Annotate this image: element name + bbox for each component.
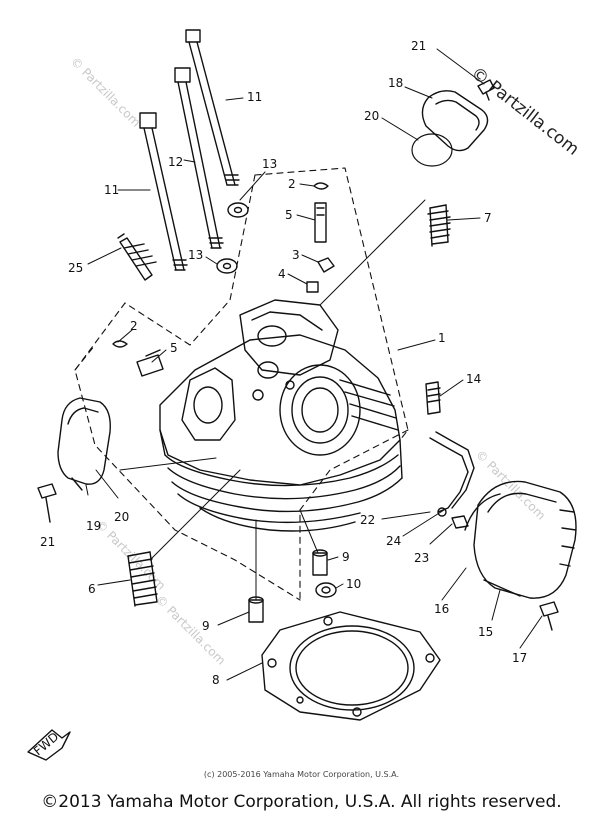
callout-6: 6 xyxy=(88,582,96,596)
assembly-dashed-outline xyxy=(74,167,409,601)
callout-3: 3 xyxy=(292,248,300,262)
callout-21-left: 21 xyxy=(40,535,55,549)
callout-4: 4 xyxy=(278,267,286,281)
callout-9-left: 9 xyxy=(202,619,210,633)
callout-5-left: 5 xyxy=(170,341,178,355)
callout-16: 16 xyxy=(434,602,449,616)
breather-pipe-and-bolts xyxy=(425,381,475,529)
dowels-and-washer xyxy=(248,549,337,623)
callout-13-upper: 13 xyxy=(262,157,277,171)
callout-1: 1 xyxy=(438,331,446,345)
callout-21-top: 21 xyxy=(411,39,426,53)
callout-17: 17 xyxy=(512,651,527,665)
spring-7 xyxy=(427,204,451,247)
fwd-arrow-icon: FWD xyxy=(27,729,71,761)
callout-20-top: 20 xyxy=(364,109,379,123)
bolt-12 xyxy=(174,67,224,249)
callout-24: 24 xyxy=(386,534,401,548)
head-bolts xyxy=(139,29,240,271)
spark-plug xyxy=(117,233,157,281)
spring-6 xyxy=(127,551,158,607)
watermark-text: © Partzilla.com xyxy=(153,592,228,667)
callout-23: 23 xyxy=(414,551,429,565)
leader-lines xyxy=(85,48,543,681)
callout-labels: 21 18 20 11 12 13 2 5 7 3 4 11 13 25 1 1… xyxy=(40,39,527,687)
copyright-notice: ©2013 Yamaha Motor Corporation, U.S.A. A… xyxy=(41,792,562,812)
callout-19: 19 xyxy=(86,519,101,533)
callout-11-rear: 11 xyxy=(247,90,262,104)
callout-15: 15 xyxy=(478,625,493,639)
callout-9-right: 9 xyxy=(342,550,350,564)
callout-2-left: 2 xyxy=(130,319,138,333)
head-gasket xyxy=(261,611,441,721)
callout-20-left: 20 xyxy=(114,510,129,524)
washers-13 xyxy=(216,202,249,274)
callout-14: 14 xyxy=(466,372,481,386)
callout-13-lower: 13 xyxy=(188,248,203,262)
callout-5-upper: 5 xyxy=(285,208,293,222)
source-credit: (c) 2005-2016 Yamaha Motor Corporation, … xyxy=(203,770,400,779)
callout-22: 22 xyxy=(360,513,375,527)
tappet-cover-top xyxy=(411,79,495,167)
cylinder-head xyxy=(159,299,403,532)
small-parts-left xyxy=(112,340,164,377)
callout-18: 18 xyxy=(388,76,403,90)
callout-10: 10 xyxy=(346,577,361,591)
callout-7: 7 xyxy=(484,211,492,225)
callout-12: 12 xyxy=(168,155,183,169)
callout-25: 25 xyxy=(68,261,83,275)
bolt-11-rear xyxy=(185,29,240,186)
bolt-11-front xyxy=(139,112,188,271)
callout-8: 8 xyxy=(212,673,220,687)
watermark-text: © Partzilla.com xyxy=(68,54,143,129)
small-parts-upper xyxy=(306,182,335,293)
side-cover-left xyxy=(37,397,111,523)
side-cover-right xyxy=(464,480,577,631)
callout-11-front: 11 xyxy=(104,183,119,197)
callout-2-upper: 2 xyxy=(288,177,296,191)
